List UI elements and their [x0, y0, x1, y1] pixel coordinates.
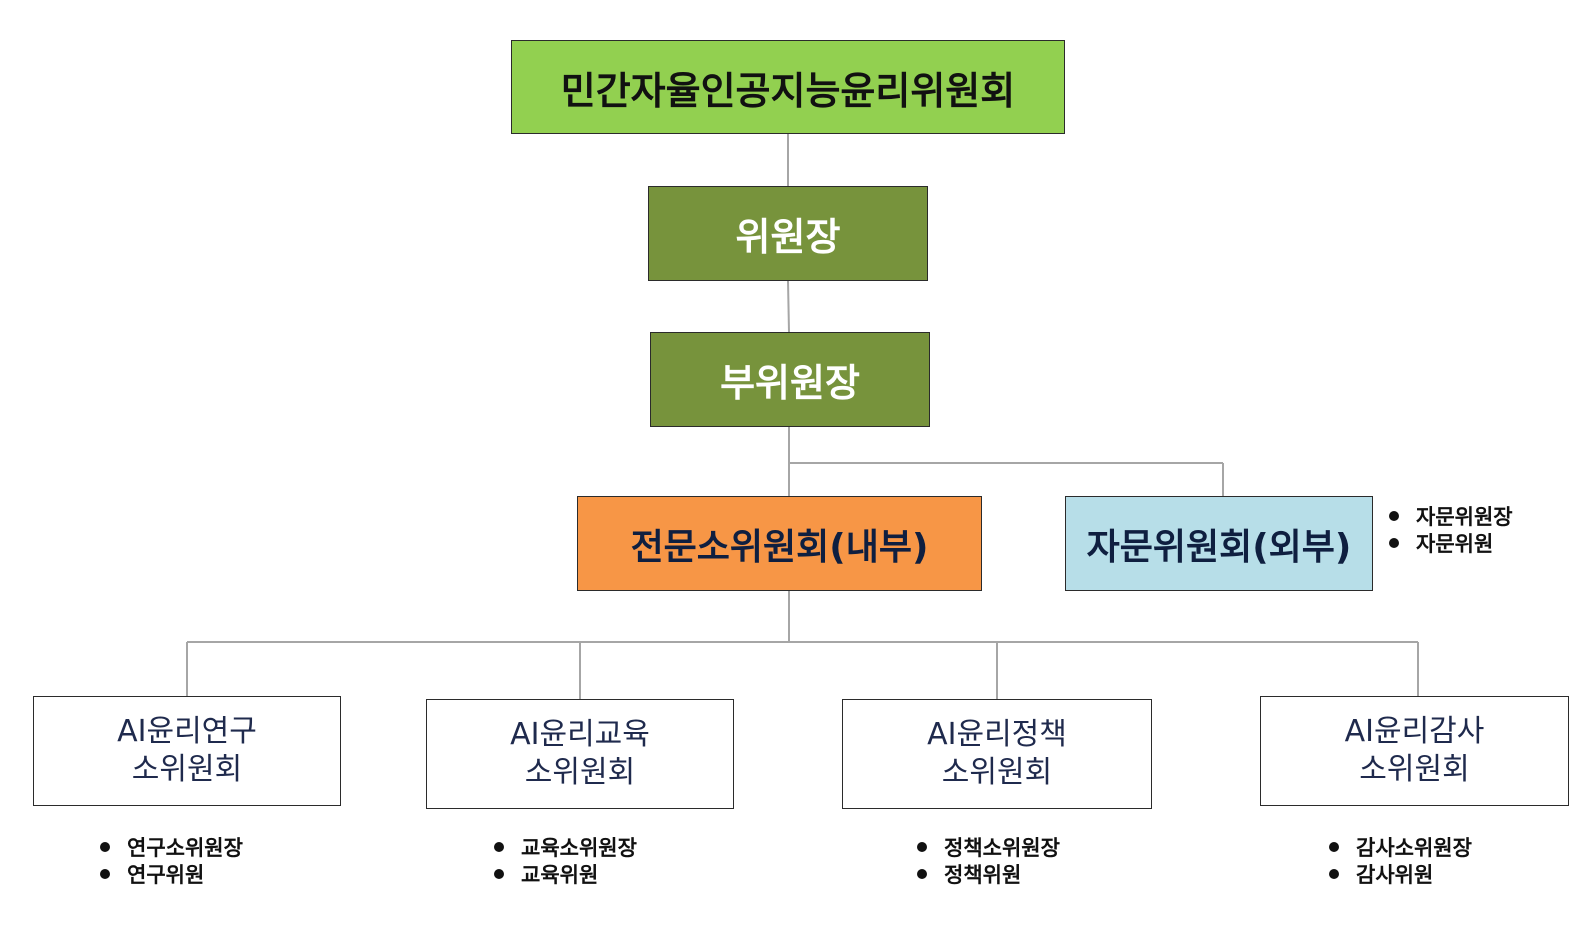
subcommittee-subtitle: 소위원회 — [1359, 752, 1470, 787]
bullet-icon — [100, 841, 110, 852]
subcommittee-subtitle: 소위원회 — [524, 755, 636, 790]
policy-subcommittee-box: AI윤리정책 소위원회 — [842, 699, 1152, 809]
list-item: 연구위원 — [100, 860, 243, 887]
bullet-icon — [917, 868, 927, 879]
research-subcommittee-box: AI윤리연구 소위원회 — [33, 696, 341, 806]
bullet-icon — [1389, 510, 1399, 521]
vice-chair-box: 부위원장 — [650, 332, 930, 427]
committee-top-box: 민간자율인공지능윤리위원회 — [511, 40, 1065, 134]
bullet-icon — [1329, 868, 1339, 879]
bullet-icon — [494, 868, 504, 879]
external-members-list: 자문위원장 자문위원 — [1389, 502, 1513, 556]
list-item: 정책위원 — [917, 860, 1060, 887]
subcommittee-subtitle: 소위원회 — [131, 752, 243, 787]
research-members-list: 연구소위원장 연구위원 — [100, 833, 243, 887]
list-item: 감사위원 — [1329, 860, 1472, 887]
list-item: 감사소위원장 — [1329, 833, 1472, 860]
chair-box: 위원장 — [648, 186, 928, 281]
list-item: 자문위원장 — [1389, 502, 1513, 529]
subcommittee-title: AI윤리연구 — [117, 714, 257, 749]
bullet-icon — [1329, 841, 1339, 852]
bullet-icon — [917, 841, 927, 852]
list-item: 연구소위원장 — [100, 833, 243, 860]
vice-chair-label: 부위원장 — [720, 361, 860, 405]
list-item: 교육위원 — [494, 860, 637, 887]
policy-members-list: 정책소위원장 정책위원 — [917, 833, 1060, 887]
internal-subcommittee-label: 전문소위원회(내부) — [630, 526, 929, 568]
bullet-icon — [1389, 537, 1399, 548]
external-advisory-label: 자문위원회(외부) — [1086, 526, 1352, 568]
list-item: 정책소위원장 — [917, 833, 1060, 860]
internal-subcommittee-box: 전문소위원회(내부) — [577, 496, 982, 591]
bullet-icon — [100, 868, 110, 879]
audit-subcommittee-box: AI윤리감사 소위원회 — [1260, 696, 1569, 806]
subcommittee-title: AI윤리정책 — [927, 717, 1067, 752]
connector-chair-to-vice — [787, 280, 790, 333]
list-item: 교육소위원장 — [494, 833, 637, 860]
subcommittee-title: AI윤리감사 — [1344, 714, 1485, 749]
subcommittee-subtitle: 소위원회 — [941, 755, 1053, 790]
committee-top-label: 민간자율인공지능윤리위원회 — [560, 68, 1016, 113]
subcommittee-title: AI윤리교육 — [510, 717, 650, 752]
bullet-icon — [494, 841, 504, 852]
education-members-list: 교육소위원장 교육위원 — [494, 833, 637, 887]
chair-label: 위원장 — [735, 215, 841, 259]
list-item: 자문위원 — [1389, 529, 1513, 556]
external-advisory-box: 자문위원회(외부) — [1065, 496, 1373, 591]
audit-members-list: 감사소위원장 감사위원 — [1329, 833, 1472, 887]
education-subcommittee-box: AI윤리교육 소위원회 — [426, 699, 734, 809]
